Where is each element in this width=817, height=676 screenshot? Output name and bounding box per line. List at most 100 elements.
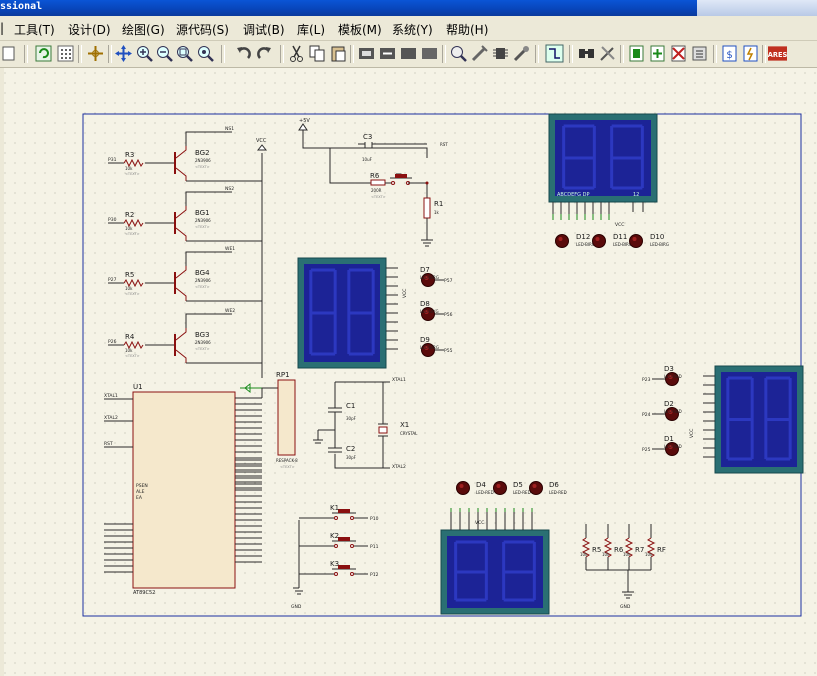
- check-icon[interactable]: $: [720, 44, 739, 63]
- package-icon[interactable]: [491, 44, 510, 63]
- paste-icon[interactable]: [329, 44, 348, 63]
- toolbar-separator: [713, 45, 717, 63]
- mcu-xtal2: XTAL2: [104, 415, 118, 421]
- seven-seg-display-mid: VCC: [297, 257, 408, 369]
- c2-ref: C2: [346, 445, 355, 453]
- resistor-ref: R3: [125, 151, 134, 159]
- mcu-xtal1: XTAL1: [104, 393, 118, 399]
- x1-ref: X1: [400, 421, 409, 429]
- led-part: LED-BIYG: [420, 309, 439, 314]
- transistor-body: [175, 146, 187, 181]
- base-net-label: P27: [108, 277, 117, 283]
- segment-digit: [764, 376, 792, 461]
- transistor-ref: BG4: [195, 269, 210, 277]
- led-body: [421, 273, 435, 287]
- menu-source[interactable]: 源代码(S): [176, 23, 229, 37]
- transistor-part: 2N3906: [195, 158, 211, 163]
- digit-pin-label: 12: [633, 192, 639, 198]
- led-ref: D11: [613, 233, 627, 241]
- led-ref: D7: [420, 266, 430, 274]
- menu-help[interactable]: 帮助(H): [446, 23, 489, 37]
- transistor-part: 2N3906: [195, 278, 211, 283]
- toolbar-separator: [280, 45, 284, 63]
- r1-value: 1k: [434, 210, 440, 215]
- led-part: LED-BIRG: [420, 345, 439, 350]
- zoom-out-icon[interactable]: [155, 44, 174, 63]
- led-body: [629, 234, 643, 248]
- search-icon[interactable]: [577, 44, 596, 63]
- decompose-icon[interactable]: [512, 44, 531, 63]
- u1-ref: U1: [133, 383, 143, 391]
- segment-digit: [502, 540, 536, 602]
- menu-design[interactable]: 设计(D): [68, 23, 111, 37]
- toolbar-separator: [569, 45, 573, 63]
- transistor-body: [175, 328, 187, 363]
- new-sheet-icon[interactable]: [627, 44, 646, 63]
- grid-icon[interactable]: [56, 44, 75, 63]
- cut-icon[interactable]: [287, 44, 306, 63]
- zoom-in-icon[interactable]: [135, 44, 154, 63]
- pan-icon[interactable]: [114, 44, 133, 63]
- transistor-text: <TEXT>: [195, 225, 210, 229]
- collector-net: NS1: [225, 126, 234, 132]
- menu-library[interactable]: 库(L): [297, 23, 326, 37]
- page-icon[interactable]: [0, 44, 19, 63]
- plus5v-label: +5V: [299, 118, 310, 124]
- r6-value: 200R: [371, 188, 382, 193]
- canvas-gutter: [0, 68, 4, 676]
- r6-text: <TEXT>: [371, 195, 386, 199]
- collector-net: WE1: [225, 246, 235, 252]
- menu-system[interactable]: 系统(Y): [392, 23, 433, 37]
- title-bar-blank: [697, 0, 817, 16]
- led-body: [421, 343, 435, 357]
- block-delete-icon[interactable]: [420, 44, 439, 63]
- redo-icon[interactable]: [255, 44, 274, 63]
- mcu-rst: RST: [104, 441, 113, 447]
- zoom-area-icon[interactable]: [196, 44, 215, 63]
- zoom-all-icon[interactable]: [175, 44, 194, 63]
- resistor-value: 10k: [125, 226, 133, 231]
- wire-autorouter-icon[interactable]: [545, 44, 564, 63]
- undo-icon[interactable]: [234, 44, 253, 63]
- window-title: ssional: [0, 1, 43, 12]
- goto-sheet-icon[interactable]: [669, 44, 688, 63]
- ares-icon[interactable]: ARES: [768, 44, 788, 63]
- copy-icon[interactable]: [308, 44, 327, 63]
- seven-seg-display-right: VCC: [689, 365, 804, 474]
- remove-sheet-icon[interactable]: [648, 44, 667, 63]
- origin-icon[interactable]: [86, 44, 105, 63]
- toolbar-separator: [24, 45, 28, 63]
- block-copy-icon[interactable]: [357, 44, 376, 63]
- led-body: [421, 307, 435, 321]
- led-ref: D5: [513, 481, 523, 489]
- refresh-icon[interactable]: [34, 44, 53, 63]
- bom-icon[interactable]: [690, 44, 709, 63]
- property-assign-icon[interactable]: [598, 44, 617, 63]
- block-rotate-icon[interactable]: [399, 44, 418, 63]
- block-move-icon[interactable]: [378, 44, 397, 63]
- menu-tools[interactable]: 工具(T): [14, 23, 55, 37]
- resistor-ref: R5: [125, 271, 134, 279]
- menu-graph[interactable]: 绘图(G): [122, 23, 165, 37]
- make-device-icon[interactable]: [470, 44, 489, 63]
- led-part: LED-RED: [513, 490, 531, 495]
- menu-template[interactable]: 模板(M): [338, 23, 382, 37]
- vcc-label: VCC: [475, 520, 484, 526]
- pick-device-icon[interactable]: [449, 44, 468, 63]
- c1-ref: C1: [346, 402, 355, 410]
- base-net-label: P26: [108, 339, 117, 345]
- electrical-rules-icon[interactable]: [741, 44, 760, 63]
- vcc-label: VCC: [615, 222, 624, 228]
- led-part: LED-RED: [476, 490, 494, 495]
- resistor-ref: R4: [125, 333, 135, 341]
- menu-debug[interactable]: 调试(B): [243, 23, 285, 37]
